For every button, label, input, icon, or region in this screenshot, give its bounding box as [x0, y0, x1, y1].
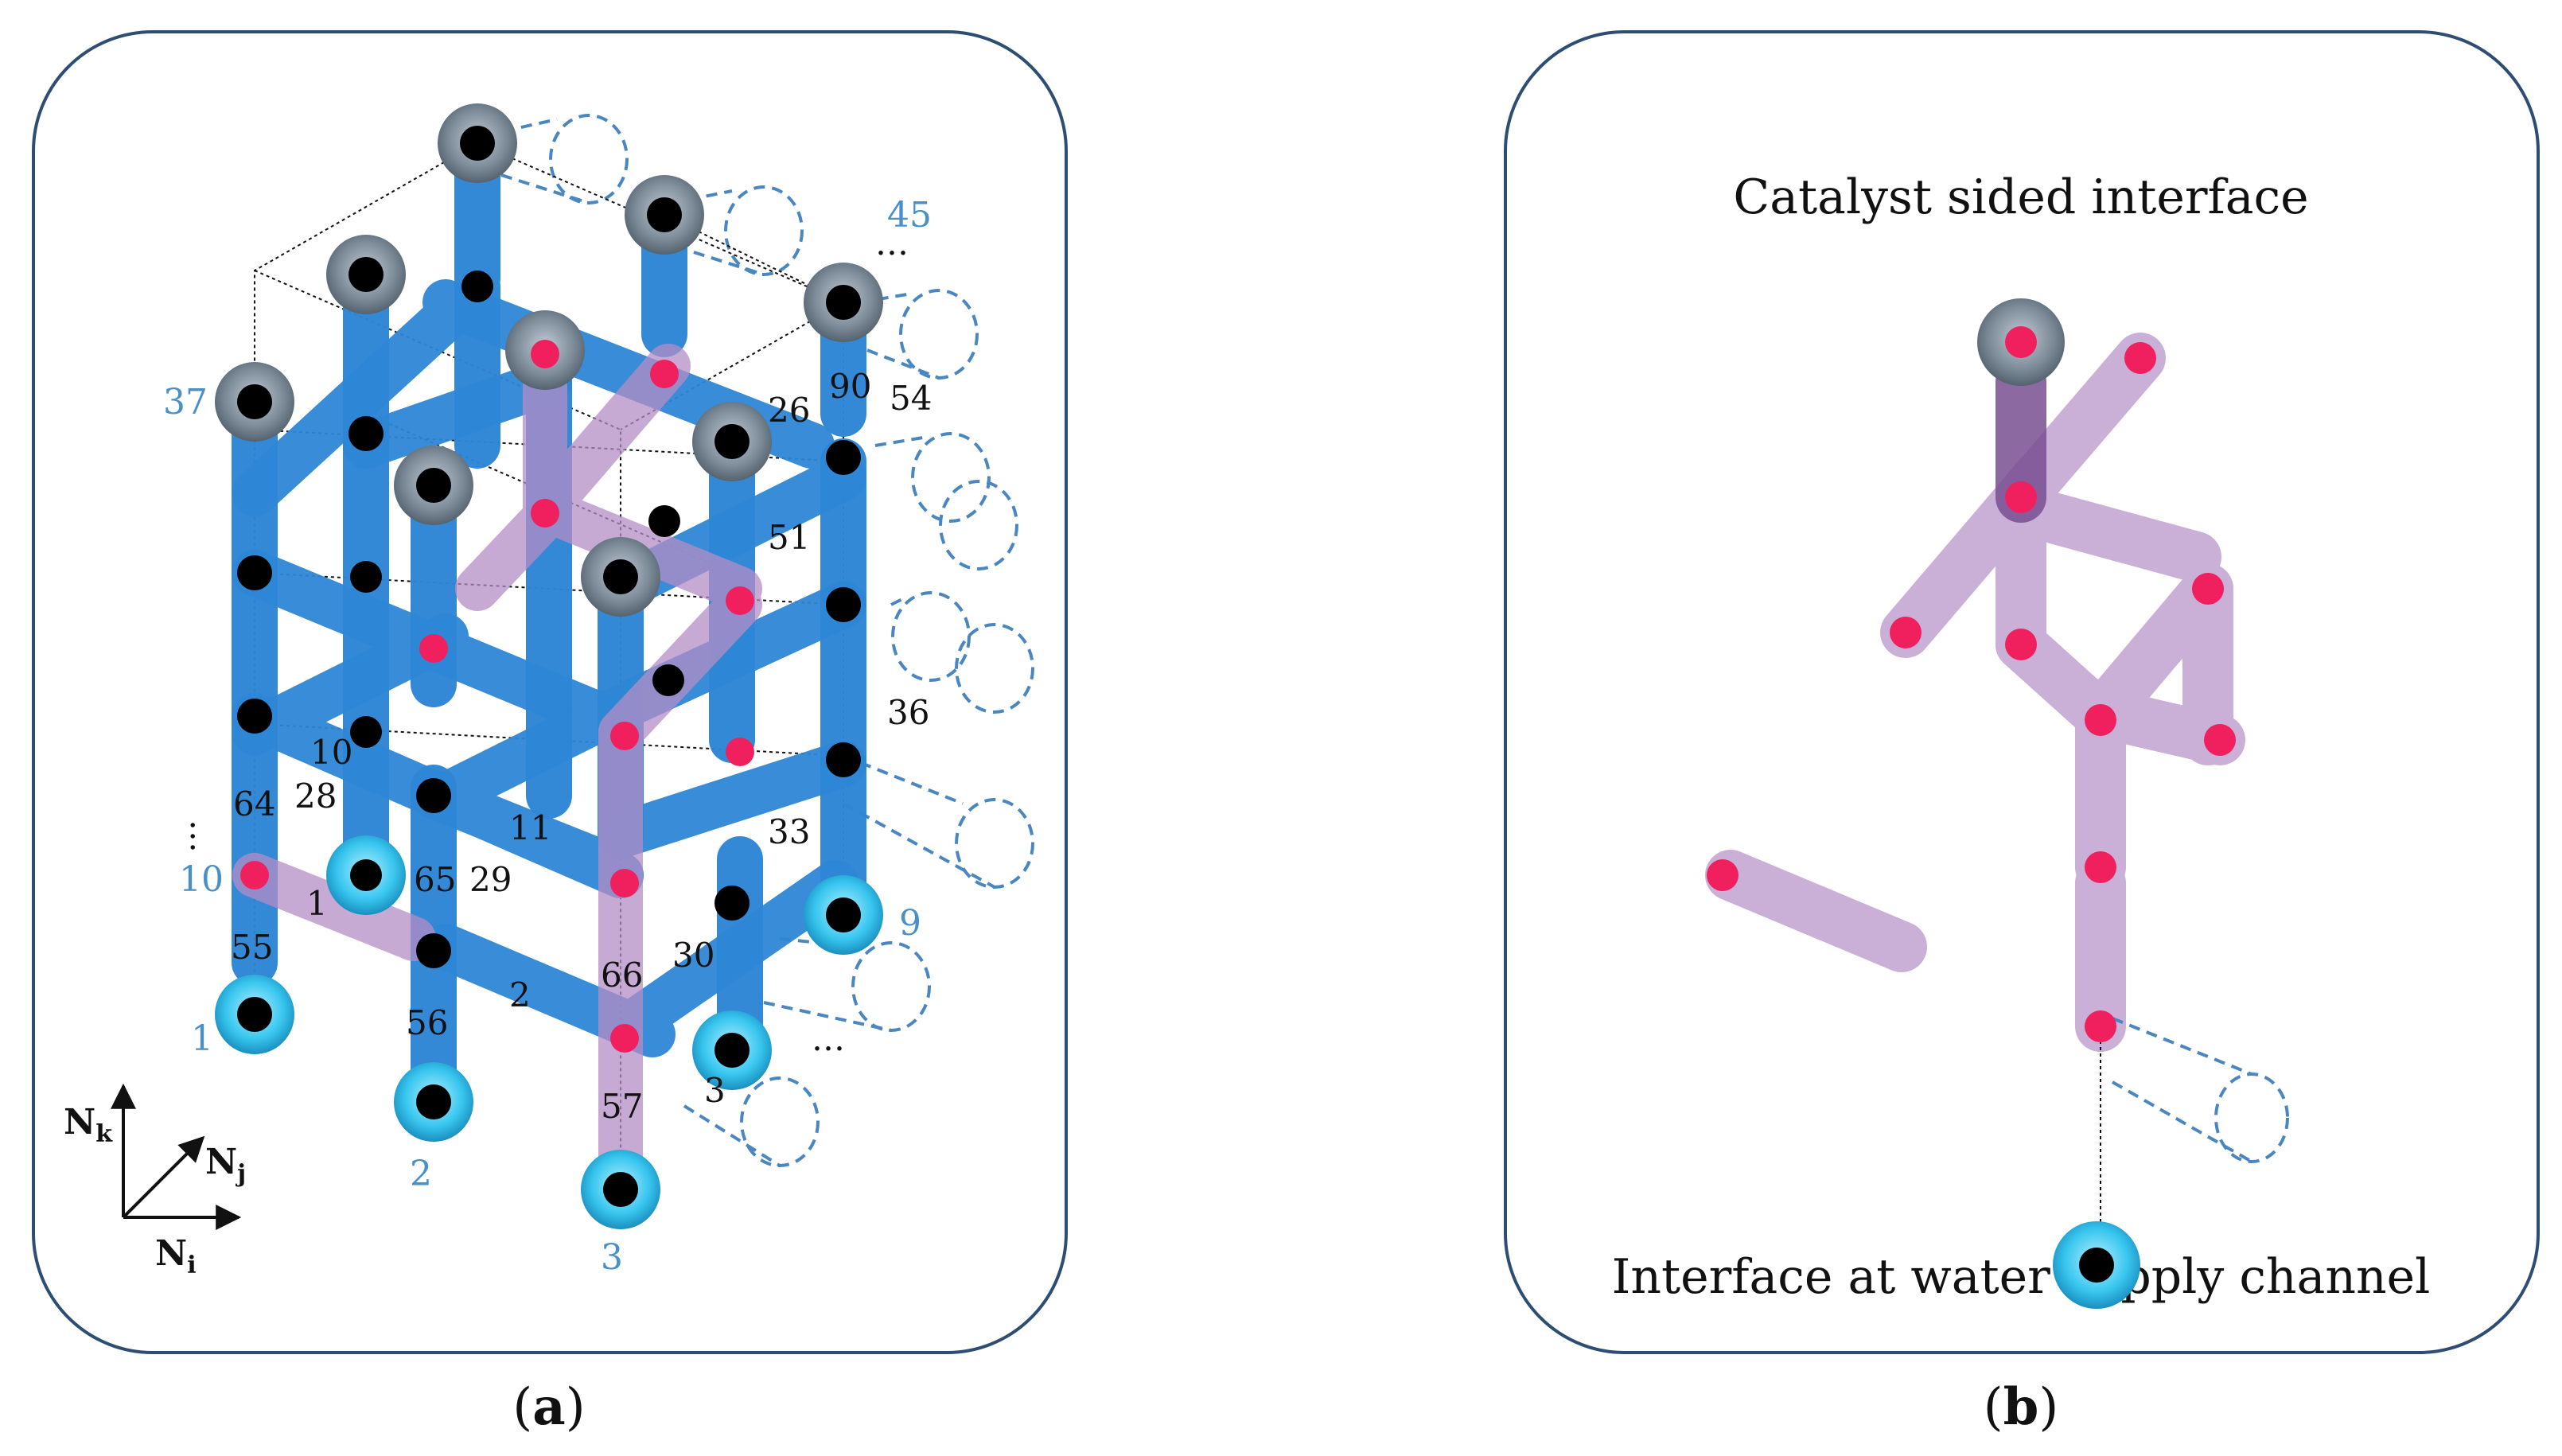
- ellipsis-top: …: [875, 224, 909, 263]
- panel-a: 37 45 10 1 2 3 9 90 54 26 51 36 10 64 28…: [32, 30, 1068, 1437]
- pore-label-30: 30: [672, 936, 714, 975]
- title-catalyst-interface: Catalyst sided interface: [1733, 169, 2308, 225]
- axis-i-label: Ni: [155, 1233, 197, 1279]
- label-9: 9: [899, 903, 921, 944]
- pore-label-1: 1: [306, 884, 328, 923]
- liquid-nodes-b: [1707, 326, 2236, 1042]
- liquid-nodes: [240, 340, 754, 1053]
- pore-label-3: 3: [704, 1071, 726, 1110]
- pore-label-65: 65: [414, 860, 456, 899]
- label-2: 2: [410, 1154, 432, 1194]
- pore-label-36: 36: [887, 693, 929, 732]
- dashed-empty-pores: [485, 114, 1034, 1167]
- pore-labels: 90 54 26 51 36 10 64 28 11 33 1 65 29 55…: [183, 224, 932, 1126]
- pore-label-57: 57: [601, 1087, 643, 1126]
- title-water-interface: Interface at water supply channel: [1612, 1249, 2431, 1305]
- pore-label-10: 10: [310, 733, 352, 772]
- panel-a-frame: [32, 30, 1068, 1354]
- label-3: 3: [601, 1237, 623, 1278]
- caption-b: (b): [1984, 1377, 2059, 1437]
- caption-a: (a): [512, 1377, 585, 1437]
- pore-label-28: 28: [294, 777, 337, 816]
- label-45: 45: [887, 195, 932, 236]
- axis-k-label: Nk: [64, 1102, 113, 1148]
- panel-b-frame: [1504, 30, 2540, 1354]
- pore-label-56: 56: [406, 1003, 448, 1042]
- pore-label-26: 26: [768, 391, 810, 430]
- pore-label-90: 90: [829, 367, 871, 406]
- pore-label-54: 54: [890, 379, 932, 418]
- pore-label-11: 11: [509, 808, 551, 847]
- pore-label-55: 55: [231, 928, 273, 967]
- pore-label-2: 2: [509, 975, 531, 1014]
- pore-label-29: 29: [469, 860, 512, 899]
- panel-b: Catalyst sided interface Interface at wa…: [1504, 30, 2540, 1437]
- label-1: 1: [191, 1018, 213, 1059]
- ellipsis-bottom: …: [812, 1019, 845, 1058]
- empty-inlet-pore: [2112, 1017, 2289, 1163]
- pore-label-64: 64: [233, 784, 275, 823]
- ellipsis-left: …: [183, 819, 222, 853]
- pore-label-33: 33: [768, 812, 810, 851]
- axis-j-label: Nj: [205, 1142, 246, 1188]
- inlet-node-b: [2079, 1248, 2114, 1283]
- axes-triad: Nk Nj Ni: [64, 1083, 246, 1279]
- label-10: 10: [179, 859, 224, 900]
- pore-label-51: 51: [768, 518, 810, 557]
- label-37: 37: [163, 382, 208, 422]
- liquid-pathway: [1705, 333, 2245, 1052]
- black-nodes: [237, 126, 861, 1207]
- pore-label-66: 66: [601, 956, 643, 995]
- corner-labels: 37 45 10 1 2 3 9: [163, 195, 932, 1278]
